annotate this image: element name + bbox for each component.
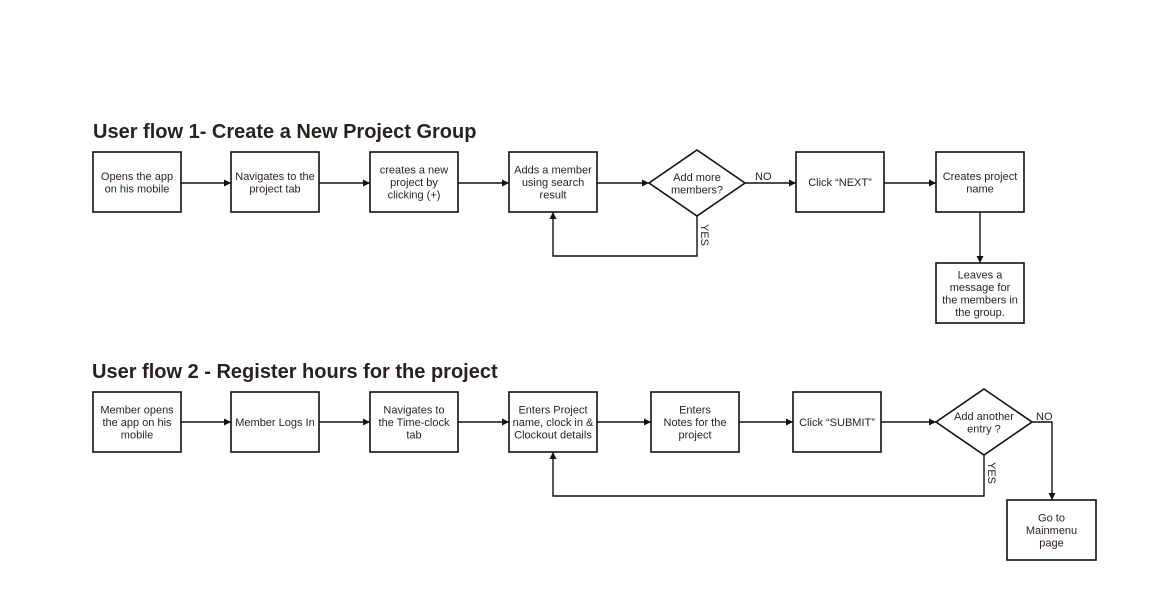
- node-label-line: creates a new: [380, 165, 449, 177]
- node-label-line: mobile: [121, 430, 153, 442]
- process-box: [795, 151, 885, 213]
- node-label-line: entry ?: [967, 423, 1001, 435]
- process-box: [508, 151, 598, 213]
- decision-diamond: [934, 388, 1034, 456]
- node-label-line: Go to: [1038, 513, 1065, 525]
- node-label-line: clicking (+): [388, 190, 441, 202]
- connectors: NO YES NO YES: [181, 171, 1056, 500]
- process-box: [792, 391, 882, 453]
- node-label-line: project: [678, 430, 711, 442]
- node-label-line: Navigates to: [383, 405, 444, 417]
- flow-2-title: User flow 2 - Register hours for the pro…: [92, 361, 498, 383]
- node-label-line: members?: [671, 184, 723, 196]
- node-label-line: Opens the app: [101, 171, 173, 183]
- node-label-line: page: [1039, 538, 1063, 550]
- node-label-line: Enters: [679, 405, 711, 417]
- process-box: [650, 391, 740, 453]
- node-label-line: Add another: [954, 411, 1014, 423]
- node-label-line: the app on his: [102, 417, 172, 429]
- process-box: [92, 151, 182, 213]
- node-label-line: Enters Project: [518, 405, 587, 417]
- process-box: [935, 151, 1025, 213]
- edge-f2-add-another-to-f2-main-menu: [1032, 421, 1056, 500]
- decision-diamond: [647, 149, 747, 217]
- node-label-line: Member Logs In: [235, 417, 314, 429]
- node-label-line: Member opens: [100, 405, 174, 417]
- node-label-line: Mainmenu: [1026, 525, 1077, 537]
- node-label-line: Leaves a: [958, 269, 1004, 281]
- node-label-line: name, clock in &: [513, 417, 594, 429]
- process-box: [369, 391, 459, 453]
- node-label-line: the members in: [942, 294, 1018, 306]
- process-box: [92, 391, 182, 453]
- edge-f1-add-more-to-f1-add-member: [549, 212, 698, 257]
- node-label-line: message for: [950, 282, 1011, 294]
- process-node-f1-click-next: Click “NEXT”: [795, 151, 885, 213]
- edge-label-yes: YES: [698, 224, 710, 246]
- node-label-line: using search: [522, 177, 584, 189]
- process-node-f2-click-submit: Click “SUBMIT”: [792, 391, 882, 453]
- node-label-line: the group.: [955, 307, 1005, 319]
- process-box: [369, 151, 459, 213]
- edge-f2-add-another-to-f2-enter-details: [549, 452, 985, 497]
- process-box: [1006, 499, 1097, 561]
- process-box: [508, 391, 598, 453]
- node-label-line: Creates project: [943, 171, 1018, 183]
- node-label-line: Clockout details: [514, 430, 592, 442]
- node-label-line: Notes for the: [664, 417, 727, 429]
- edge-label-yes: YES: [985, 462, 997, 484]
- edge-label-no: NO: [1036, 411, 1053, 423]
- process-box: [230, 151, 320, 213]
- node-label-line: Add more: [673, 172, 721, 184]
- node-label-line: Navigates to the: [235, 171, 315, 183]
- node-label-line: tab: [406, 430, 421, 442]
- node-label-line: the Time-clock: [379, 417, 450, 429]
- process-box: [230, 391, 320, 453]
- node-label-line: Adds a member: [514, 165, 592, 177]
- node-label-line: name: [966, 183, 994, 195]
- node-label-line: project by: [390, 177, 438, 189]
- process-node-f2-logs-in: Member Logs In: [230, 391, 320, 453]
- node-label-line: project tab: [249, 183, 300, 195]
- node-label-line: Click “NEXT”: [808, 177, 872, 189]
- node-label-line: Click “SUBMIT”: [799, 417, 875, 429]
- node-label-line: on his mobile: [105, 183, 170, 195]
- edge-label-no: NO: [755, 171, 772, 183]
- process-box: [935, 262, 1025, 324]
- flow-1-title: User flow 1- Create a New Project Group: [93, 121, 477, 143]
- node-label-line: result: [540, 190, 567, 202]
